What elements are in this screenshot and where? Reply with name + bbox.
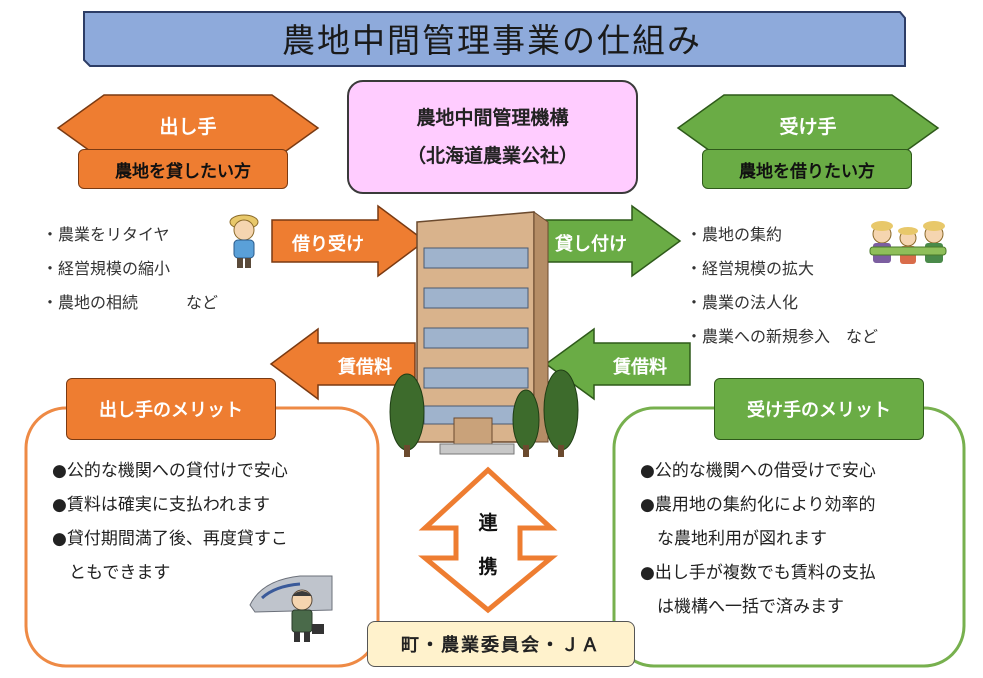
borrower-merit-title: 受け手のメリット bbox=[714, 378, 924, 440]
organization-box: 農地中間管理機構 （北海道農業公社） bbox=[347, 80, 638, 194]
building-illustration bbox=[389, 211, 579, 457]
list-item: ・農地の相続 など bbox=[42, 293, 219, 312]
cooperation-char-1: 連 bbox=[478, 512, 498, 534]
list-item: ・農地の集約 bbox=[686, 225, 783, 244]
borrower-merit-list: ●公的な機関への借受けで安心 ●農用地の集約化により効率的 な農地利用が図れます… bbox=[640, 454, 960, 624]
title-banner bbox=[83, 11, 906, 67]
farmer-illustration bbox=[229, 214, 259, 268]
borrower-label: 受け手 bbox=[779, 116, 837, 138]
list-item: ●公的な機関への借受けで安心 bbox=[640, 461, 876, 481]
list-item: ●貸付期間満了後、再度貸すこ bbox=[52, 529, 288, 549]
lender-label: 出し手 bbox=[159, 116, 217, 138]
rent-from-borrower-label: 賃借料 bbox=[613, 357, 667, 378]
borrower-merit-title-text: 受け手のメリット bbox=[747, 400, 891, 421]
list-item: ともできます bbox=[52, 563, 171, 583]
list-item: ●農用地の集約化により効率的 bbox=[640, 495, 876, 515]
lender-merit-title: 出し手のメリット bbox=[66, 378, 276, 440]
organization-name: 農地中間管理機構 bbox=[416, 107, 569, 129]
borrow-in-label: 借り受け bbox=[292, 234, 364, 255]
list-item: ・農業の法人化 bbox=[686, 293, 799, 312]
list-item: は機構へ一括で済みます bbox=[640, 597, 844, 617]
lender-merit-title-text: 出し手のメリット bbox=[99, 400, 243, 421]
list-item: ・農業への新規参入 など bbox=[686, 327, 879, 346]
list-item: ・経営規模の縮小 bbox=[42, 259, 171, 278]
list-item: ●公的な機関への貸付けで安心 bbox=[52, 461, 288, 481]
borrow-in-arrow bbox=[271, 204, 427, 278]
list-item: な農地利用が図れます bbox=[640, 529, 827, 549]
list-item: ●賃料は確実に支払われます bbox=[52, 495, 270, 515]
list-item: ●出し手が複数でも賃料の支払 bbox=[640, 563, 876, 583]
cooperation-arrow bbox=[418, 466, 558, 614]
list-item: ・農業をリタイヤ bbox=[42, 225, 170, 244]
organization-subname: （北海道農業公社） bbox=[406, 145, 578, 167]
list-item: ・経営規模の拡大 bbox=[686, 259, 815, 278]
lender-reasons: ・農業をリタイヤ ・経営規模の縮小 ・農地の相続 など bbox=[42, 218, 272, 320]
borrower-sublabel: 農地を借りたい方 bbox=[702, 149, 912, 189]
lend-out-label: 貸し付け bbox=[555, 234, 627, 255]
lender-sublabel: 農地を貸したい方 bbox=[78, 149, 288, 189]
cooperation-char-2: 携 bbox=[478, 556, 498, 578]
lender-merit-list: ●公的な機関への貸付けで安心 ●賃料は確実に支払われます ●貸付期間満了後、再度… bbox=[52, 454, 372, 590]
rent-to-lender-label: 賃借料 bbox=[338, 357, 392, 378]
businessman-illustration bbox=[249, 575, 333, 642]
lend-out-arrow bbox=[540, 204, 682, 278]
page-title: 農地中間管理事業の仕組み bbox=[282, 21, 702, 60]
partners-box: 町・農業委員会・ＪＡ bbox=[367, 621, 635, 667]
farmers-group-illustration bbox=[869, 221, 947, 264]
borrower-reasons: ・農地の集約 ・経営規模の拡大 ・農業の法人化 ・農業への新規参入 など bbox=[686, 218, 946, 354]
